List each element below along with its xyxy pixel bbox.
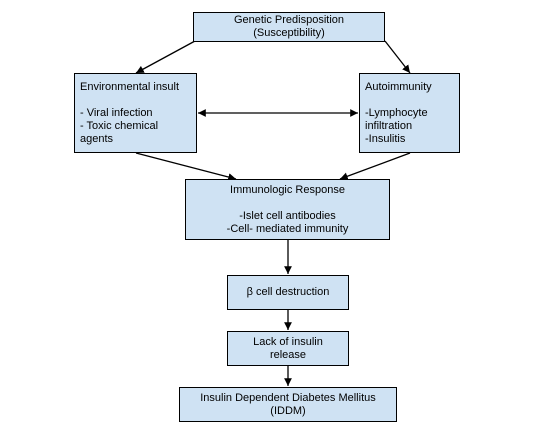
immunologic-response-box: Immunologic Response -Islet cell antibod… [185, 179, 390, 240]
autoimmunity-box: Autoimmunity -Lymphocyte infiltration -I… [359, 73, 460, 153]
iddm-line-1: Insulin Dependent Diabetes Mellitus [200, 391, 376, 404]
lack-line-1: Lack of insulin [253, 335, 323, 348]
autoimmunity-title: Autoimmunity [365, 81, 432, 93]
immunologic-title: Immunologic Response [230, 184, 345, 196]
immunologic-item-1: -Islet cell antibodies [239, 210, 336, 222]
immunologic-item-2: -Cell- mediated immunity [226, 223, 349, 235]
iddm-line-2: (IDDM) [270, 404, 306, 417]
environmental-item-2: - Toxic chemical [80, 120, 159, 132]
environmental-item-1: - Viral infection [80, 107, 153, 119]
immunologic-spacer [191, 197, 384, 210]
arrow-genetic-to-autoimmunity [384, 40, 411, 74]
lack-of-insulin-box: Lack of insulin release [227, 331, 349, 366]
arrow-autoimmunity-to-immunologic [339, 152, 411, 180]
autoimmunity-item-1: -Lymphocyte [365, 107, 428, 119]
environmental-insult-box: Environmental insult - Viral infection -… [74, 73, 197, 153]
lack-line-2: release [269, 348, 307, 361]
iddm-box: Insulin Dependent Diabetes Mellitus (IDD… [179, 387, 397, 422]
genetic-line-1: Genetic Predisposition [233, 14, 345, 26]
autoimmunity-item-2: -Insulitis [365, 133, 406, 145]
beta-cell-destruction-box: β cell destruction [227, 275, 349, 310]
autoimmunity-spacer [365, 94, 454, 107]
beta-cell-label: β cell destruction [246, 286, 330, 298]
environmental-title: Environmental insult [80, 81, 180, 93]
genetic-predisposition-box: Genetic Predisposition (Susceptibility) [193, 12, 385, 42]
environmental-spacer [80, 94, 191, 107]
arrow-genetic-to-environmental [135, 40, 196, 74]
arrow-environmental-to-immunologic [135, 152, 237, 181]
autoimmunity-item-1-cont: infiltration [365, 120, 413, 132]
environmental-item-2-cont: agents [80, 133, 114, 145]
genetic-line-2: (Susceptibility) [253, 27, 325, 39]
